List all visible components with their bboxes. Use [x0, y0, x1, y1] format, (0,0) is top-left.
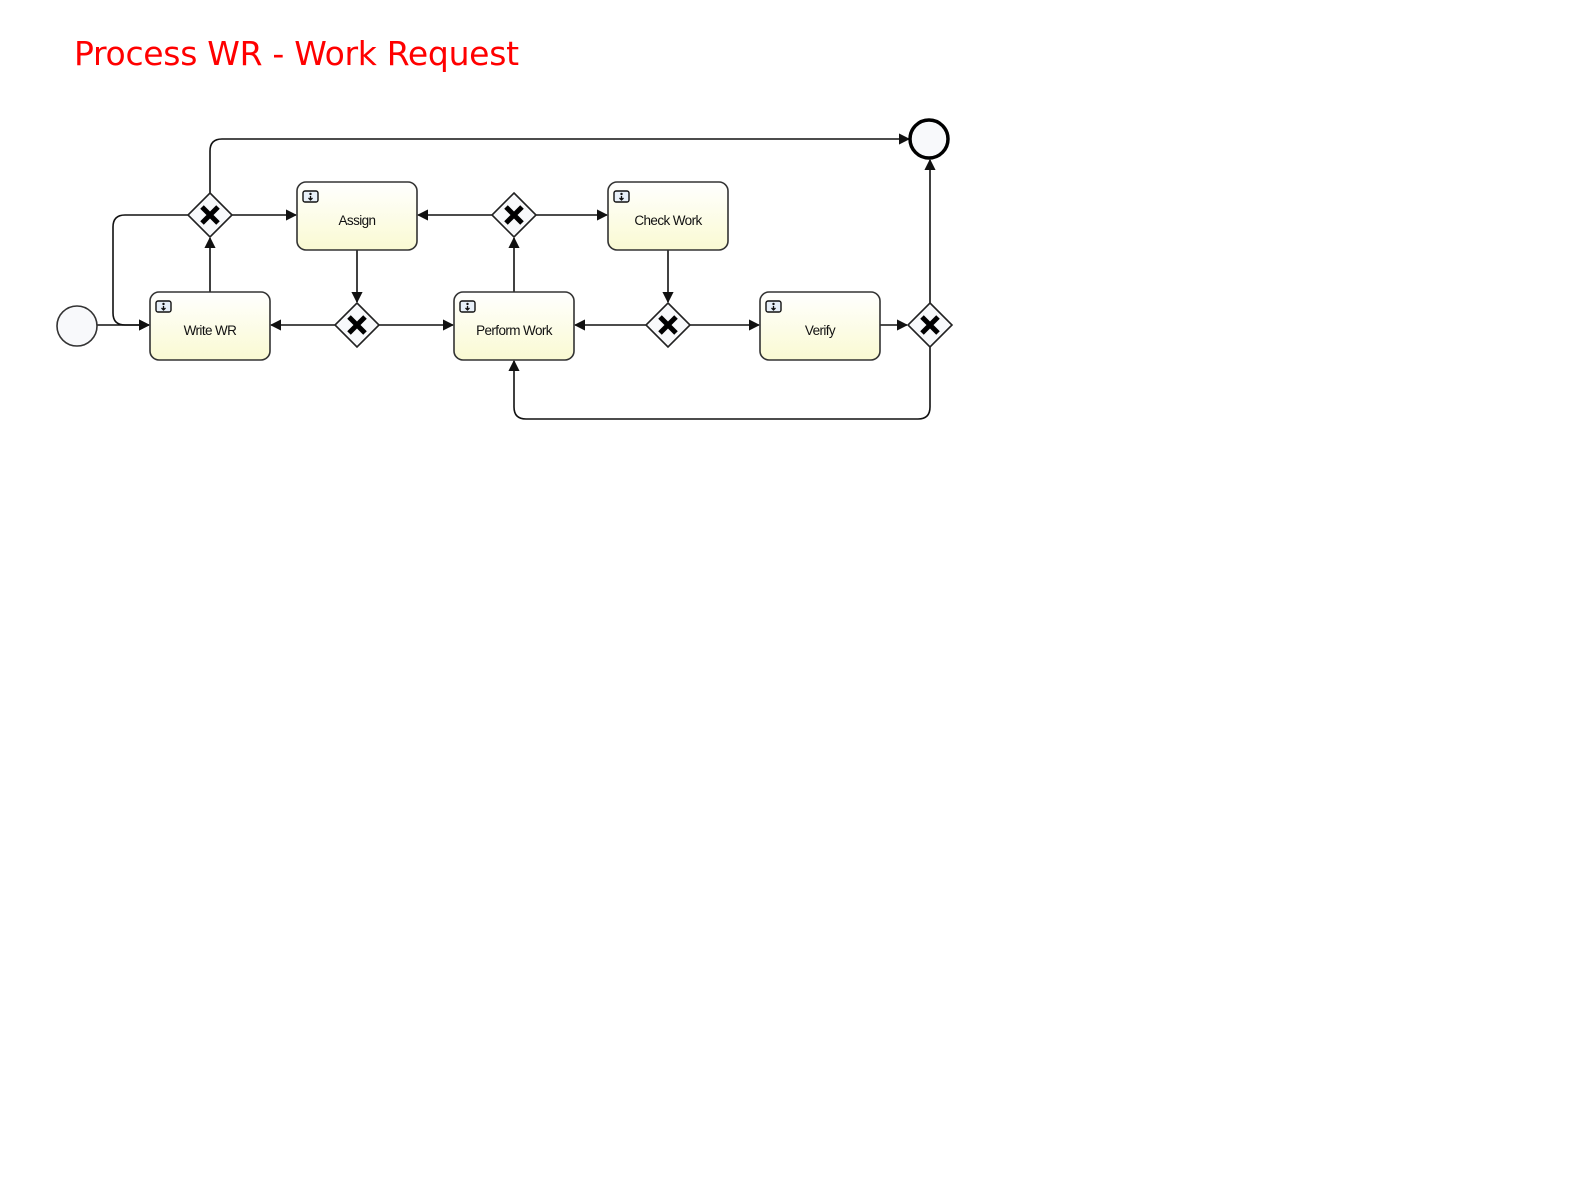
exclusive-gateway-gw3[interactable] — [490, 191, 538, 239]
task-perform-work[interactable]: Perform Work — [453, 291, 575, 361]
exclusive-gateway-gw2[interactable] — [333, 301, 381, 349]
task-label: Verify — [805, 323, 836, 338]
x-icon — [658, 315, 678, 335]
page-title: Process WR - Work Request — [74, 34, 519, 73]
task-verify[interactable]: Verify — [759, 291, 881, 361]
flow-gw1-to-write-wr — [112, 214, 188, 331]
exclusive-gateway-gw4[interactable] — [644, 301, 692, 349]
flow-gw1-to-end — [209, 133, 911, 193]
task-box — [149, 291, 271, 361]
end-event[interactable] — [908, 118, 950, 160]
task-box — [607, 181, 729, 251]
user-task-icon — [765, 300, 782, 313]
task-box — [296, 181, 418, 251]
task-check-work[interactable]: Check Work — [607, 181, 729, 251]
user-task-icon — [459, 300, 476, 313]
task-write-wr[interactable]: Write WR — [149, 291, 271, 361]
task-label: Write WR — [184, 323, 238, 338]
task-box — [759, 291, 881, 361]
user-task-icon — [302, 190, 319, 203]
exclusive-gateway-gw1[interactable] — [186, 191, 234, 239]
x-icon — [200, 205, 220, 225]
flow-gw5-to-perform-work — [508, 347, 931, 420]
user-task-icon — [613, 190, 630, 203]
task-box — [453, 291, 575, 361]
x-icon — [920, 315, 940, 335]
x-icon — [347, 315, 367, 335]
x-icon — [504, 205, 524, 225]
exclusive-gateway-gw5[interactable] — [906, 301, 954, 349]
task-assign[interactable]: Assign — [296, 181, 418, 251]
task-label: Assign — [339, 213, 376, 228]
task-label: Perform Work — [476, 323, 553, 338]
sequence-flows — [97, 133, 936, 420]
task-label: Check Work — [634, 213, 702, 228]
start-event[interactable] — [56, 305, 98, 347]
user-task-icon — [155, 300, 172, 313]
